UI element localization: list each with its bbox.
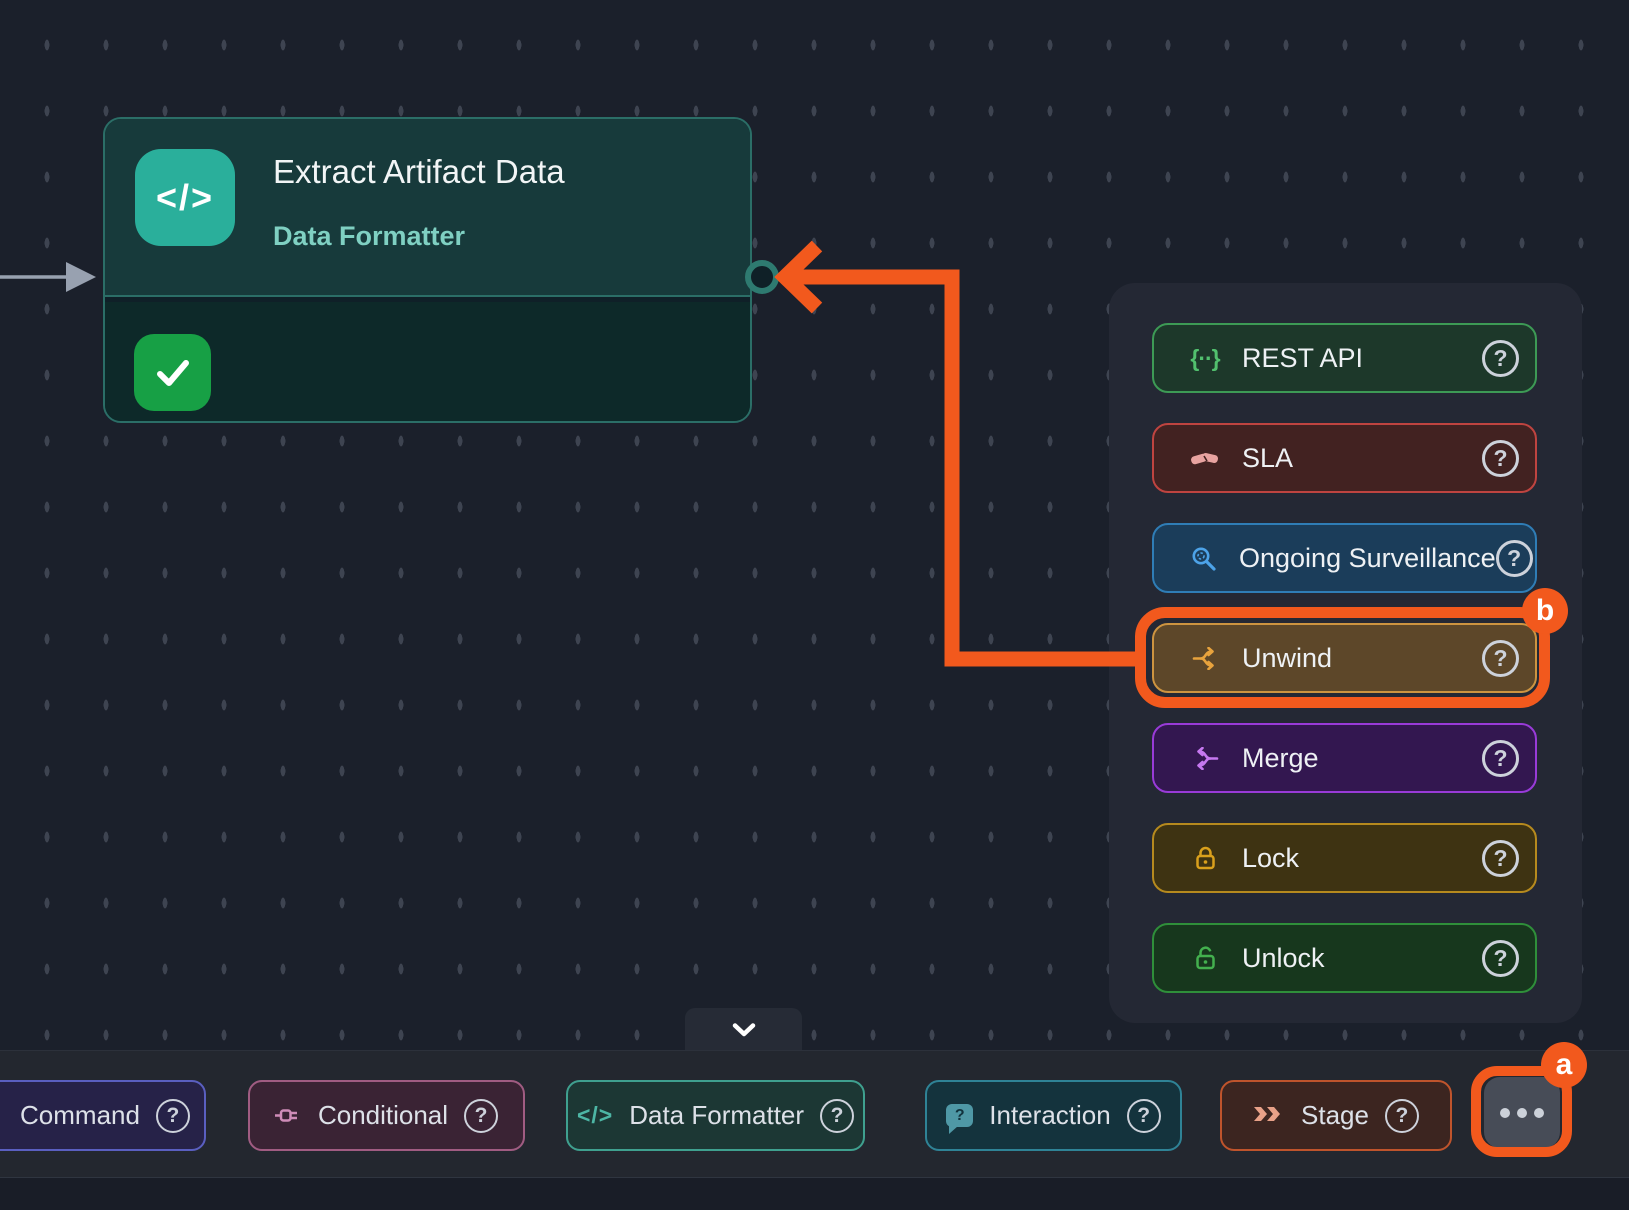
help-icon[interactable]: ? — [1482, 339, 1519, 377]
menu-item-lock[interactable]: Lock ? — [1152, 823, 1537, 893]
callout-arrow-b — [774, 240, 1142, 667]
menu-item-label: Unlock — [1242, 942, 1325, 973]
toolbar-item-label: Conditional — [317, 1100, 449, 1130]
toolbar-item-label: Command — [20, 1100, 140, 1130]
help-icon[interactable]: ? — [1482, 639, 1519, 677]
help-icon[interactable]: ? — [1482, 839, 1519, 877]
menu-item-label: Ongoing Surveillance — [1239, 542, 1496, 573]
handshake-icon — [1190, 447, 1220, 469]
action-menu-panel: {··} REST API ? SLA ? Ongoing Surveillan… — [1109, 283, 1582, 1023]
menu-item-ongoing-surveillance[interactable]: Ongoing Surveillance ? — [1152, 523, 1537, 593]
code-icon-glyph: </> — [155, 176, 215, 218]
node-input-connector[interactable] — [745, 260, 779, 294]
callout-badge-a: a — [1541, 1042, 1587, 1088]
help-icon[interactable]: ? — [155, 1098, 190, 1133]
split-arrows-icon — [1190, 646, 1220, 670]
node-title: Extract Artifact Data — [273, 153, 565, 190]
toolbar-item-label: Interaction — [989, 1100, 1111, 1130]
toolbar-collapse-tab[interactable] — [685, 1008, 802, 1051]
callout-badge-b: b — [1522, 588, 1568, 634]
toolbar-item-label: Data Formatter — [629, 1100, 805, 1130]
node-subtitle: Data Formatter — [273, 221, 466, 251]
curly-braces-icon: {··} — [1190, 344, 1220, 371]
bottom-status-strip — [0, 1177, 1629, 1210]
toolbar-item-label: Stage — [1301, 1100, 1369, 1130]
help-icon[interactable]: ? — [1126, 1098, 1161, 1133]
ellipsis-icon — [1534, 1107, 1544, 1118]
menu-item-label: Unwind — [1242, 642, 1333, 673]
toolbar-item-command[interactable]: Command ? — [0, 1080, 206, 1151]
code-icon: </> — [576, 1102, 614, 1128]
menu-item-sla[interactable]: SLA ? — [1152, 423, 1537, 493]
menu-item-merge[interactable]: Merge ? — [1152, 723, 1537, 793]
ellipsis-icon — [1500, 1107, 1510, 1118]
menu-item-label: Merge — [1242, 742, 1319, 773]
menu-item-label: SLA — [1242, 442, 1294, 473]
menu-item-label: Lock — [1242, 842, 1300, 873]
highlight-ring-more-button — [1471, 1066, 1572, 1157]
node-header[interactable]: </> Extract Artifact Data Data Formatter — [105, 119, 750, 297]
toolbar-item-stage[interactable]: Stage ? — [1220, 1080, 1452, 1151]
success-check-icon — [134, 334, 211, 411]
menu-item-unwind[interactable]: Unwind ? — [1152, 623, 1537, 693]
incoming-edge-arrow — [0, 262, 96, 292]
magnifier-icon — [1190, 545, 1217, 572]
node-status-section[interactable] — [105, 302, 750, 421]
merge-arrows-icon — [1190, 746, 1220, 770]
double-chevron-icon — [1253, 1100, 1285, 1131]
help-icon[interactable]: ? — [820, 1098, 855, 1133]
help-icon[interactable]: ? — [464, 1098, 499, 1133]
chat-bubble-icon: ? — [946, 1104, 974, 1134]
node-divider — [105, 297, 750, 302]
ellipsis-icon — [1517, 1107, 1527, 1118]
workflow-node-extract-artifact-data[interactable]: </> Extract Artifact Data Data Formatter — [103, 117, 752, 423]
lock-icon — [1190, 846, 1220, 871]
toolbar-item-interaction[interactable]: ? Interaction ? — [925, 1080, 1182, 1151]
help-icon[interactable]: ? — [1495, 539, 1533, 577]
help-icon[interactable]: ? — [1482, 739, 1519, 777]
help-icon[interactable]: ? — [1482, 939, 1519, 977]
toolbar-item-data-formatter[interactable]: </> Data Formatter ? — [566, 1080, 865, 1151]
plug-icon — [274, 1100, 302, 1131]
unlock-icon — [1190, 945, 1220, 971]
menu-item-rest-api[interactable]: {··} REST API ? — [1152, 323, 1537, 393]
menu-item-unlock[interactable]: Unlock ? — [1152, 923, 1537, 993]
menu-item-label: REST API — [1242, 342, 1364, 373]
help-icon[interactable]: ? — [1384, 1098, 1419, 1133]
highlight-ring-unwind — [1135, 607, 1550, 708]
toolbar-item-conditional[interactable]: Conditional ? — [248, 1080, 525, 1151]
help-icon[interactable]: ? — [1482, 439, 1519, 477]
code-icon: </> — [135, 149, 235, 246]
chevron-down-icon — [732, 1022, 755, 1036]
